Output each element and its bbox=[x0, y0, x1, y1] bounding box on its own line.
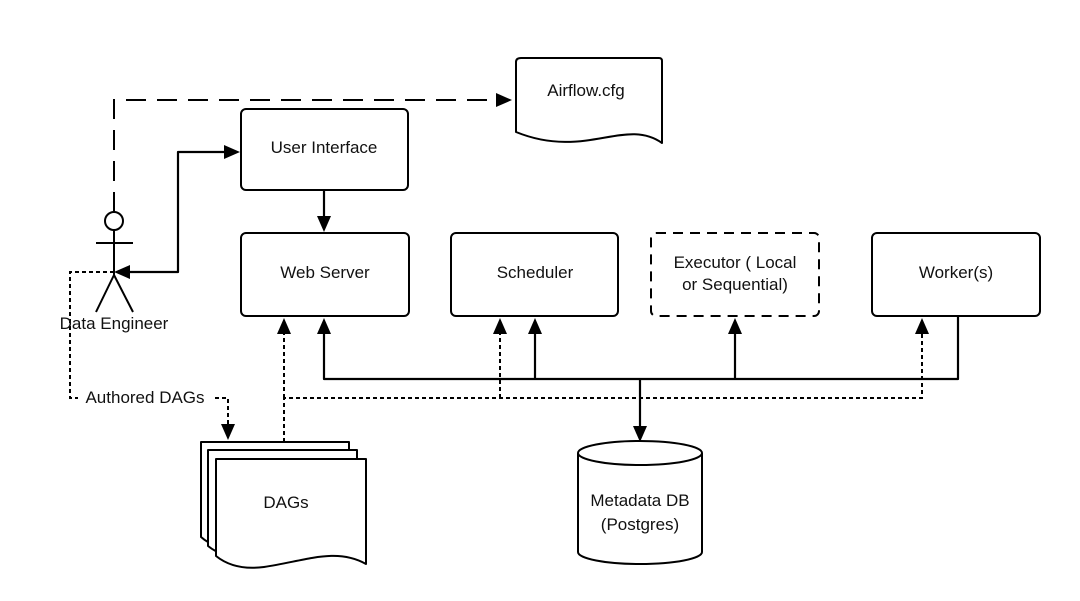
webserver-arrowhead bbox=[317, 216, 331, 232]
metadata-db-node: Metadata DB (Postgres) bbox=[577, 440, 703, 565]
metadata-db-label-line-1: Metadata DB bbox=[590, 491, 689, 510]
ui-arrowhead bbox=[224, 145, 240, 159]
dags-webserver-arrowhead bbox=[277, 318, 291, 334]
user-interface-label: User Interface bbox=[271, 138, 378, 157]
scheduler-node: Scheduler bbox=[450, 232, 619, 317]
db-down-arrowhead bbox=[633, 426, 647, 442]
dags-node: DAGs bbox=[200, 441, 367, 569]
dags-scheduler-arrowhead bbox=[493, 318, 507, 334]
user-interface-node: User Interface bbox=[240, 108, 409, 191]
metadata-db-label-line-2: (Postgres) bbox=[601, 515, 679, 534]
airflow-cfg-label: Airflow.cfg bbox=[547, 81, 624, 100]
executor-node: Executor ( Local or Sequential) bbox=[650, 232, 820, 317]
dags-label: DAGs bbox=[263, 493, 308, 512]
executor-label-line-2: or Sequential) bbox=[682, 275, 788, 294]
dags-worker-arrowhead bbox=[915, 318, 929, 334]
engineer-arrowhead bbox=[114, 265, 130, 279]
authored-dags-arrowhead bbox=[221, 424, 235, 440]
airflow-cfg-node: Airflow.cfg bbox=[515, 57, 663, 144]
dags-bus-edge bbox=[283, 334, 923, 442]
scheduler-up-arrowhead bbox=[528, 318, 542, 334]
actor-body-icon bbox=[95, 230, 134, 313]
data-engineer-actor bbox=[95, 211, 134, 313]
authored-dags-label: Authored DAGs bbox=[85, 388, 204, 407]
config-edge bbox=[113, 99, 498, 212]
scheduler-label: Scheduler bbox=[497, 263, 574, 282]
authored-dags-label-bg bbox=[78, 386, 212, 408]
webserver-up-arrowhead bbox=[317, 318, 331, 334]
user-interface-edge bbox=[130, 150, 224, 274]
web-server-label: Web Server bbox=[280, 263, 370, 282]
config-arrowhead bbox=[496, 93, 512, 107]
actor-head-icon bbox=[104, 211, 124, 231]
executor-label-line-1: Executor ( Local bbox=[674, 253, 797, 272]
data-engineer-label: Data Engineer bbox=[60, 314, 169, 333]
metadata-bus-edge bbox=[322, 316, 960, 381]
workers-label: Worker(s) bbox=[919, 263, 993, 282]
executor-up-arrowhead bbox=[728, 318, 742, 334]
workers-node: Worker(s) bbox=[871, 232, 1041, 317]
web-server-node: Web Server bbox=[240, 232, 410, 317]
authored-dags-edge bbox=[69, 271, 229, 424]
